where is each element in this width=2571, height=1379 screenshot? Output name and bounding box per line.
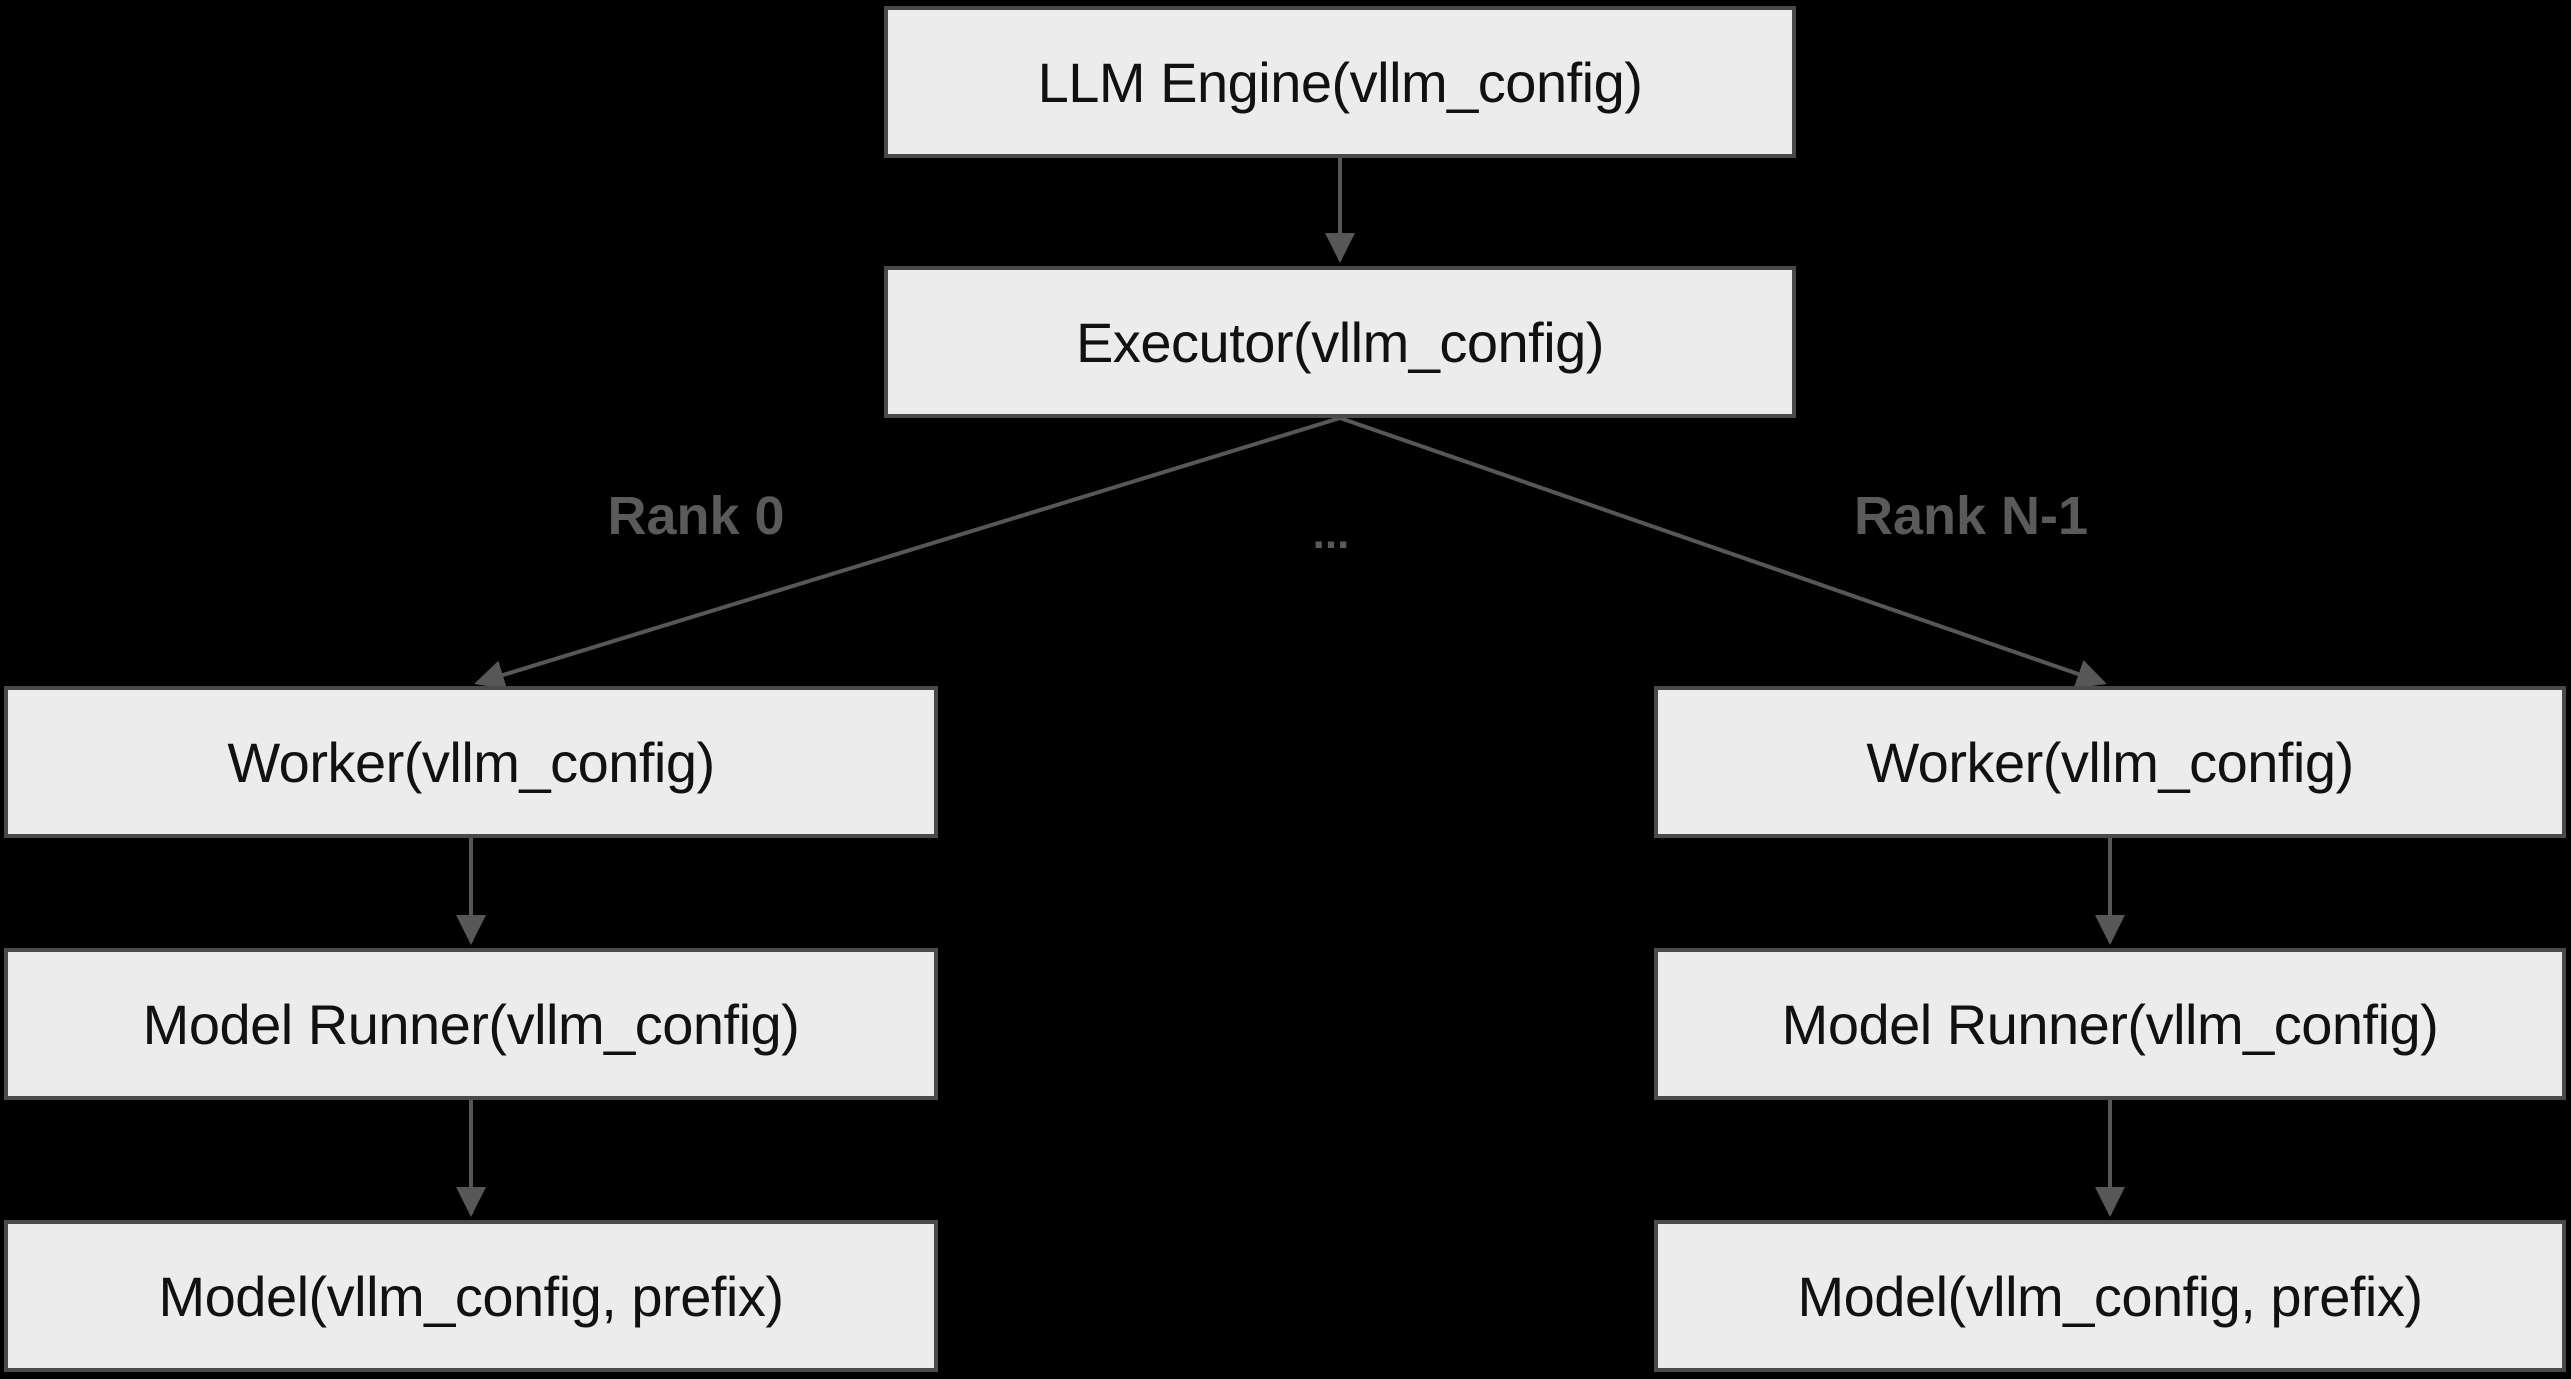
node-llm-engine: LLM Engine(vllm_config) xyxy=(884,6,1796,158)
node-worker-rankn: Worker(vllm_config) xyxy=(1654,686,2566,838)
node-model-rankn: Model(vllm_config, prefix) xyxy=(1654,1220,2566,1372)
edge-label-ellipsis: ... xyxy=(1312,509,1350,558)
node-model-rank0: Model(vllm_config, prefix) xyxy=(4,1220,938,1372)
edge-executor-worker-rank0 xyxy=(474,416,1341,690)
edge-label-rank-n-1: Rank N-1 xyxy=(1853,486,2089,546)
node-executor: Executor(vllm_config) xyxy=(884,266,1796,418)
edge-label-rank-0: Rank 0 xyxy=(607,486,785,546)
edge-executor-worker-rankn xyxy=(1339,416,2107,689)
node-worker-rank0: Worker(vllm_config) xyxy=(4,686,938,838)
node-model-runner-rank0: Model Runner(vllm_config) xyxy=(4,948,938,1100)
node-model-runner-rankn: Model Runner(vllm_config) xyxy=(1654,948,2566,1100)
